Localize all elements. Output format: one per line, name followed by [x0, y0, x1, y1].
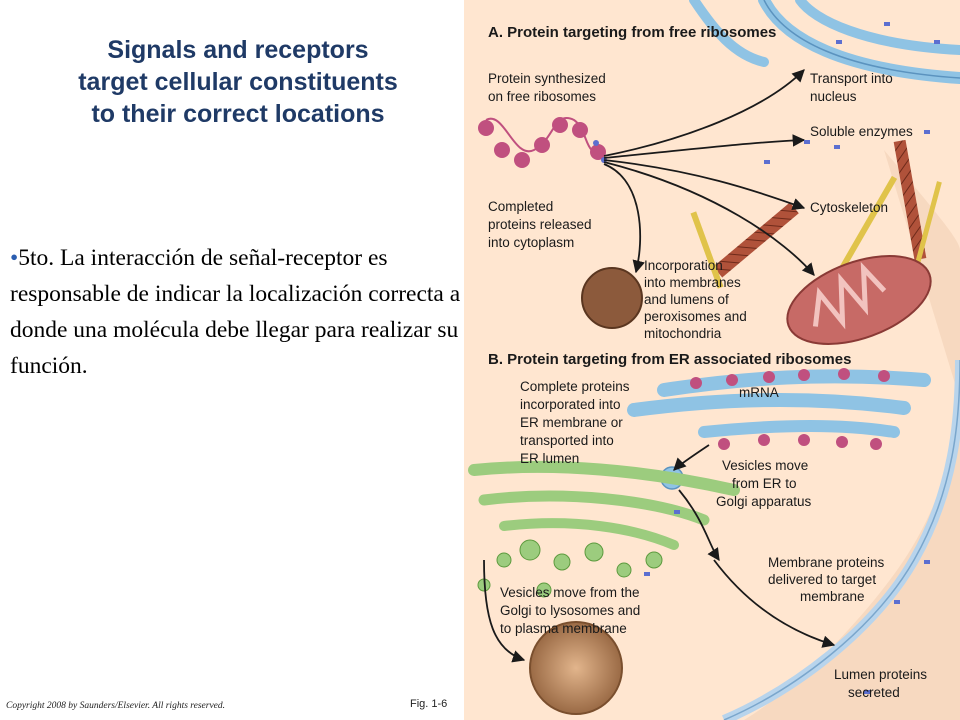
cytoskeleton-filaments [690, 139, 942, 289]
protein-molecules [644, 22, 940, 694]
protein-targeting-diagram: A. Protein targeting from free ribosomes… [464, 0, 960, 720]
label-synthesized: Protein synthesized on free ribosomes [488, 71, 610, 104]
section-a-title: A. Protein targeting from free ribosomes [488, 24, 776, 41]
bullet-mark: • [10, 245, 19, 271]
endoplasmic-reticulum [627, 368, 931, 450]
mitochondrion [786, 255, 932, 345]
slide-title: Signals and receptors target cellular co… [78, 36, 398, 128]
nuclear-envelope [689, 0, 960, 84]
label-mrna: mRNA [739, 385, 779, 400]
label-incorporation: Incorporation into membranes and lumens … [644, 258, 751, 341]
bullet-text: 5to. La interacción de señal-receptor es… [10, 245, 461, 379]
label-lumen-proteins: Lumen proteins secreted [834, 667, 931, 700]
peroxisome [581, 267, 643, 329]
label-released: Completed proteins released into cytopla… [488, 199, 595, 250]
figure-number: Fig. 1-6 [410, 698, 448, 710]
copyright-notice: Copyright 2008 by Saunders/Elsevier. All… [6, 701, 226, 711]
label-soluble-enzymes: Soluble enzymes [810, 124, 913, 139]
section-b-title: B. Protein targeting from ER associated … [488, 351, 851, 368]
label-er-proteins: Complete proteins incorporated into ER m… [520, 379, 633, 466]
plasma-membrane-outline [723, 359, 960, 720]
protein-targeting-figure: A. Protein targeting from free ribosomes… [464, 0, 960, 720]
label-vesicles-golgi: Vesicles move from the Golgi to lysosome… [500, 585, 644, 636]
label-transport-nucleus: Transport into nucleus [810, 71, 897, 104]
bullet-paragraph: •5to. La interacción de señal-receptor e… [10, 240, 465, 384]
golgi-apparatus [468, 460, 740, 598]
lysosome [529, 621, 623, 715]
targeting-arrows [483, 69, 836, 663]
label-membrane-proteins: Membrane proteins delivered to target me… [768, 555, 888, 604]
label-vesicles-er-golgi: Vesicles move from ER to Golgi apparatus [716, 458, 812, 509]
label-cytoskeleton: Cytoskeleton [810, 200, 888, 215]
free-ribosome-polysome [478, 117, 607, 168]
